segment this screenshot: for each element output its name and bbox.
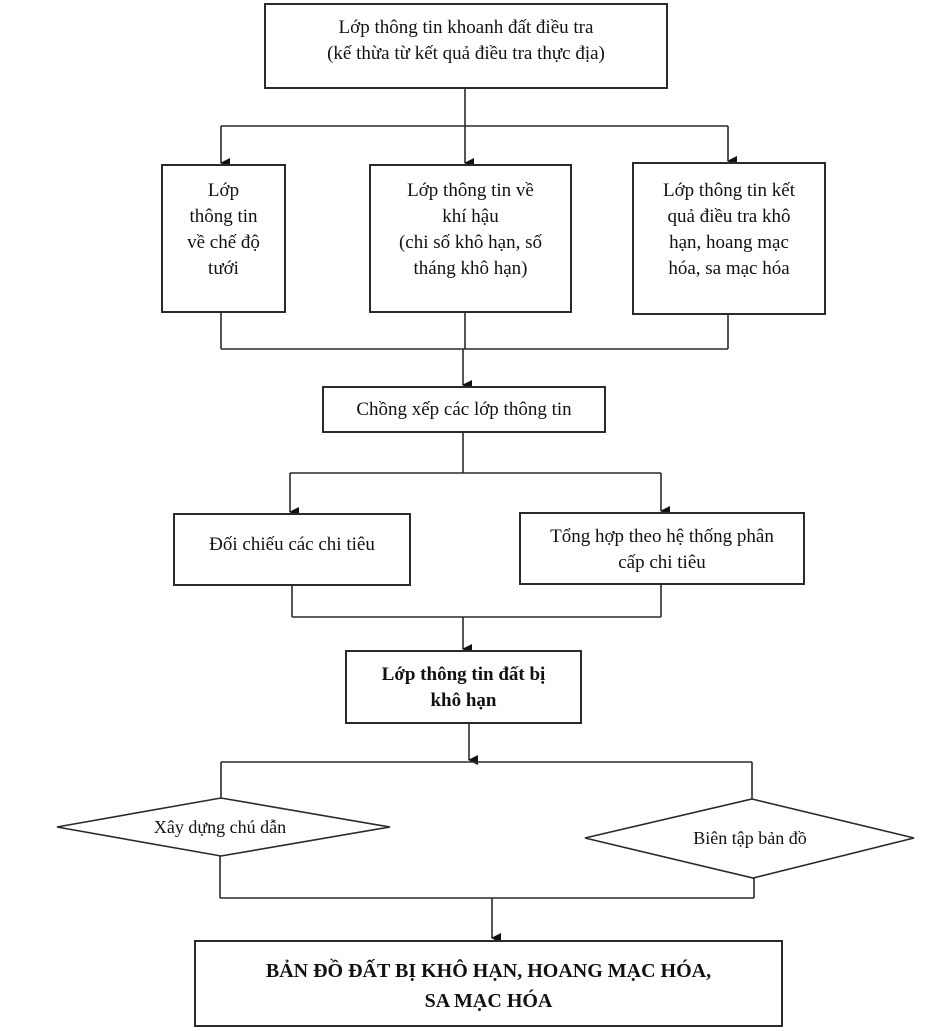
irrigation-layer-text: Lớp thông tin về chế độ tưới (187, 180, 260, 279)
source-layer-text: Lớp thông tin khoanh đất điều tra (kế th… (327, 17, 605, 64)
synthesize-text: Tổng hợp theo hệ thống phân cấp chi tiêu (550, 526, 774, 573)
irrigation-layer-box: Lớp thông tin về chế độ tưới (161, 164, 286, 313)
legend-build-label: Xây dựng chú dẫn (153, 817, 287, 837)
climate-layer-box: Lớp thông tin về khí hậu (chi số khô hạn… (369, 164, 572, 313)
legend-build-diamond (56, 797, 391, 857)
source-layer-box: Lớp thông tin khoanh đất điều tra (kế th… (264, 3, 668, 89)
survey-results-layer-text: Lớp thông tin kết quả điều tra khô hạn, … (663, 180, 795, 279)
drought-layer-box: Lớp thông tin đất bị khô hạn (345, 650, 582, 724)
final-map-text: BẢN ĐỒ ĐẤT BỊ KHÔ HẠN, HOANG MẠC HÓA, SA… (265, 960, 712, 1012)
survey-results-layer-box: Lớp thông tin kết quả điều tra khô hạn, … (632, 162, 826, 315)
drought-layer-text: Lớp thông tin đất bị khô hạn (381, 664, 546, 711)
overlay-text: Chồng xếp các lớp thông tin (356, 398, 572, 420)
overlay-box: Chồng xếp các lớp thông tin (322, 386, 606, 433)
synthesize-box: Tổng hợp theo hệ thống phân cấp chi tiêu (519, 512, 805, 585)
final-map-box: BẢN ĐỒ ĐẤT BỊ KHÔ HẠN, HOANG MẠC HÓA, SA… (194, 940, 783, 1027)
climate-layer-text: Lớp thông tin về khí hậu (chi số khô hạn… (398, 180, 542, 279)
map-edit-label: Biên tập bản đồ (693, 828, 807, 848)
compare-criteria-text: Đối chiếu các chi tiêu (209, 534, 375, 555)
compare-criteria-box: Đối chiếu các chi tiêu (173, 513, 411, 586)
map-edit-diamond (584, 798, 915, 879)
